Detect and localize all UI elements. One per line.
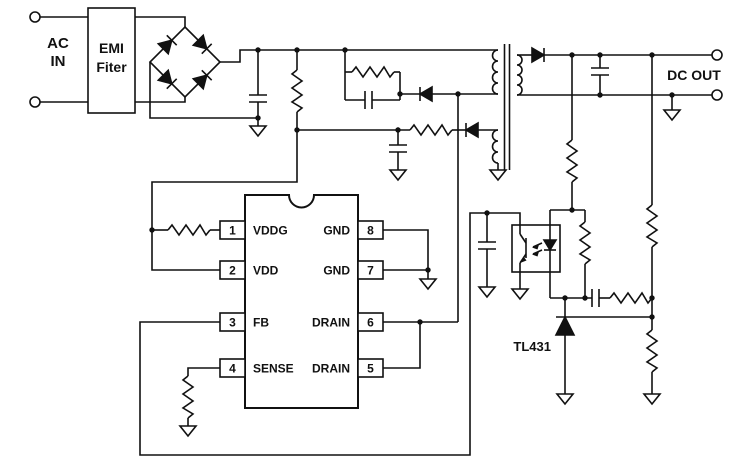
pin-number-1: 1 — [229, 224, 236, 238]
pin-number-6: 6 — [367, 316, 374, 330]
pin-number-5: 5 — [367, 362, 374, 376]
ic-ground-route — [383, 229, 437, 290]
pin-box-2 — [219, 260, 246, 280]
primary-winding — [491, 49, 499, 95]
bulk-capacitor — [248, 50, 268, 137]
pin-label-drain-5: DRAIN — [312, 362, 350, 376]
dc-out-terminal-bottom — [711, 89, 723, 101]
pin-label-gnd-7: GND — [323, 264, 350, 278]
pin-number-8: 8 — [367, 224, 374, 238]
junction-dots — [148, 46, 676, 326]
optocoupler — [511, 210, 561, 300]
output-stage: DC OUT — [517, 47, 723, 121]
ac-in-label-line2: IN — [51, 53, 66, 70]
secondary-feedback-network — [550, 55, 661, 405]
ground-icon — [419, 278, 437, 290]
ac-terminal-top — [29, 11, 41, 23]
ground-icon — [478, 286, 496, 298]
aux-winding — [491, 129, 499, 164]
tl431-label: TL431 — [513, 339, 551, 354]
ac-terminal-bottom — [29, 96, 41, 108]
pin-number-3: 3 — [229, 316, 236, 330]
emi-filter-label-line1: EMI — [99, 40, 124, 56]
sense-resistor — [179, 367, 220, 437]
ground-icon — [511, 288, 529, 300]
ground-icon — [249, 125, 267, 137]
pin-label-gnd-8: GND — [323, 224, 350, 238]
emi-filter: EMI Fiter — [87, 7, 136, 114]
tl431-regulator: TL431 — [513, 298, 652, 405]
secondary-winding — [516, 54, 523, 96]
bridge-rectifier — [135, 16, 498, 119]
vddg-resistor — [152, 224, 220, 236]
ground-icon — [663, 109, 681, 121]
ground-icon — [489, 169, 507, 181]
tl431-icon — [554, 315, 576, 336]
ground-icon — [643, 393, 661, 405]
pin-number-4: 4 — [229, 362, 236, 376]
output-diode-icon — [531, 47, 545, 63]
ac-input-section: AC IN — [29, 11, 88, 108]
rcd-snubber — [344, 50, 458, 110]
snubber-diode-icon — [419, 86, 433, 102]
pin-number-2: 2 — [229, 264, 236, 278]
pin-label-fb: FB — [253, 316, 269, 330]
dc-out-terminal-top — [711, 49, 723, 61]
ac-in-label-line1: AC — [47, 35, 69, 52]
startup-resistor — [151, 50, 303, 271]
feedback-route — [139, 212, 521, 456]
opto-led-icon — [542, 239, 558, 252]
transformer — [458, 44, 523, 181]
ground-icon — [556, 393, 574, 405]
controller-ic: 1 2 3 4 8 7 6 5 VDDG VDD FB SENSE GND GN… — [219, 194, 384, 409]
dc-out-label: DC OUT — [667, 67, 721, 83]
emi-filter-label-line2: Fiter — [96, 59, 127, 75]
pin-label-sense: SENSE — [253, 362, 294, 376]
aux-diode-icon — [465, 122, 479, 138]
ground-icon — [179, 425, 197, 437]
pin-number-7: 7 — [367, 264, 374, 278]
pin-label-vddg: VDDG — [253, 224, 288, 238]
ground-icon — [389, 169, 407, 181]
pin-label-drain-6: DRAIN — [312, 316, 350, 330]
pin-label-vdd: VDD — [253, 264, 279, 278]
